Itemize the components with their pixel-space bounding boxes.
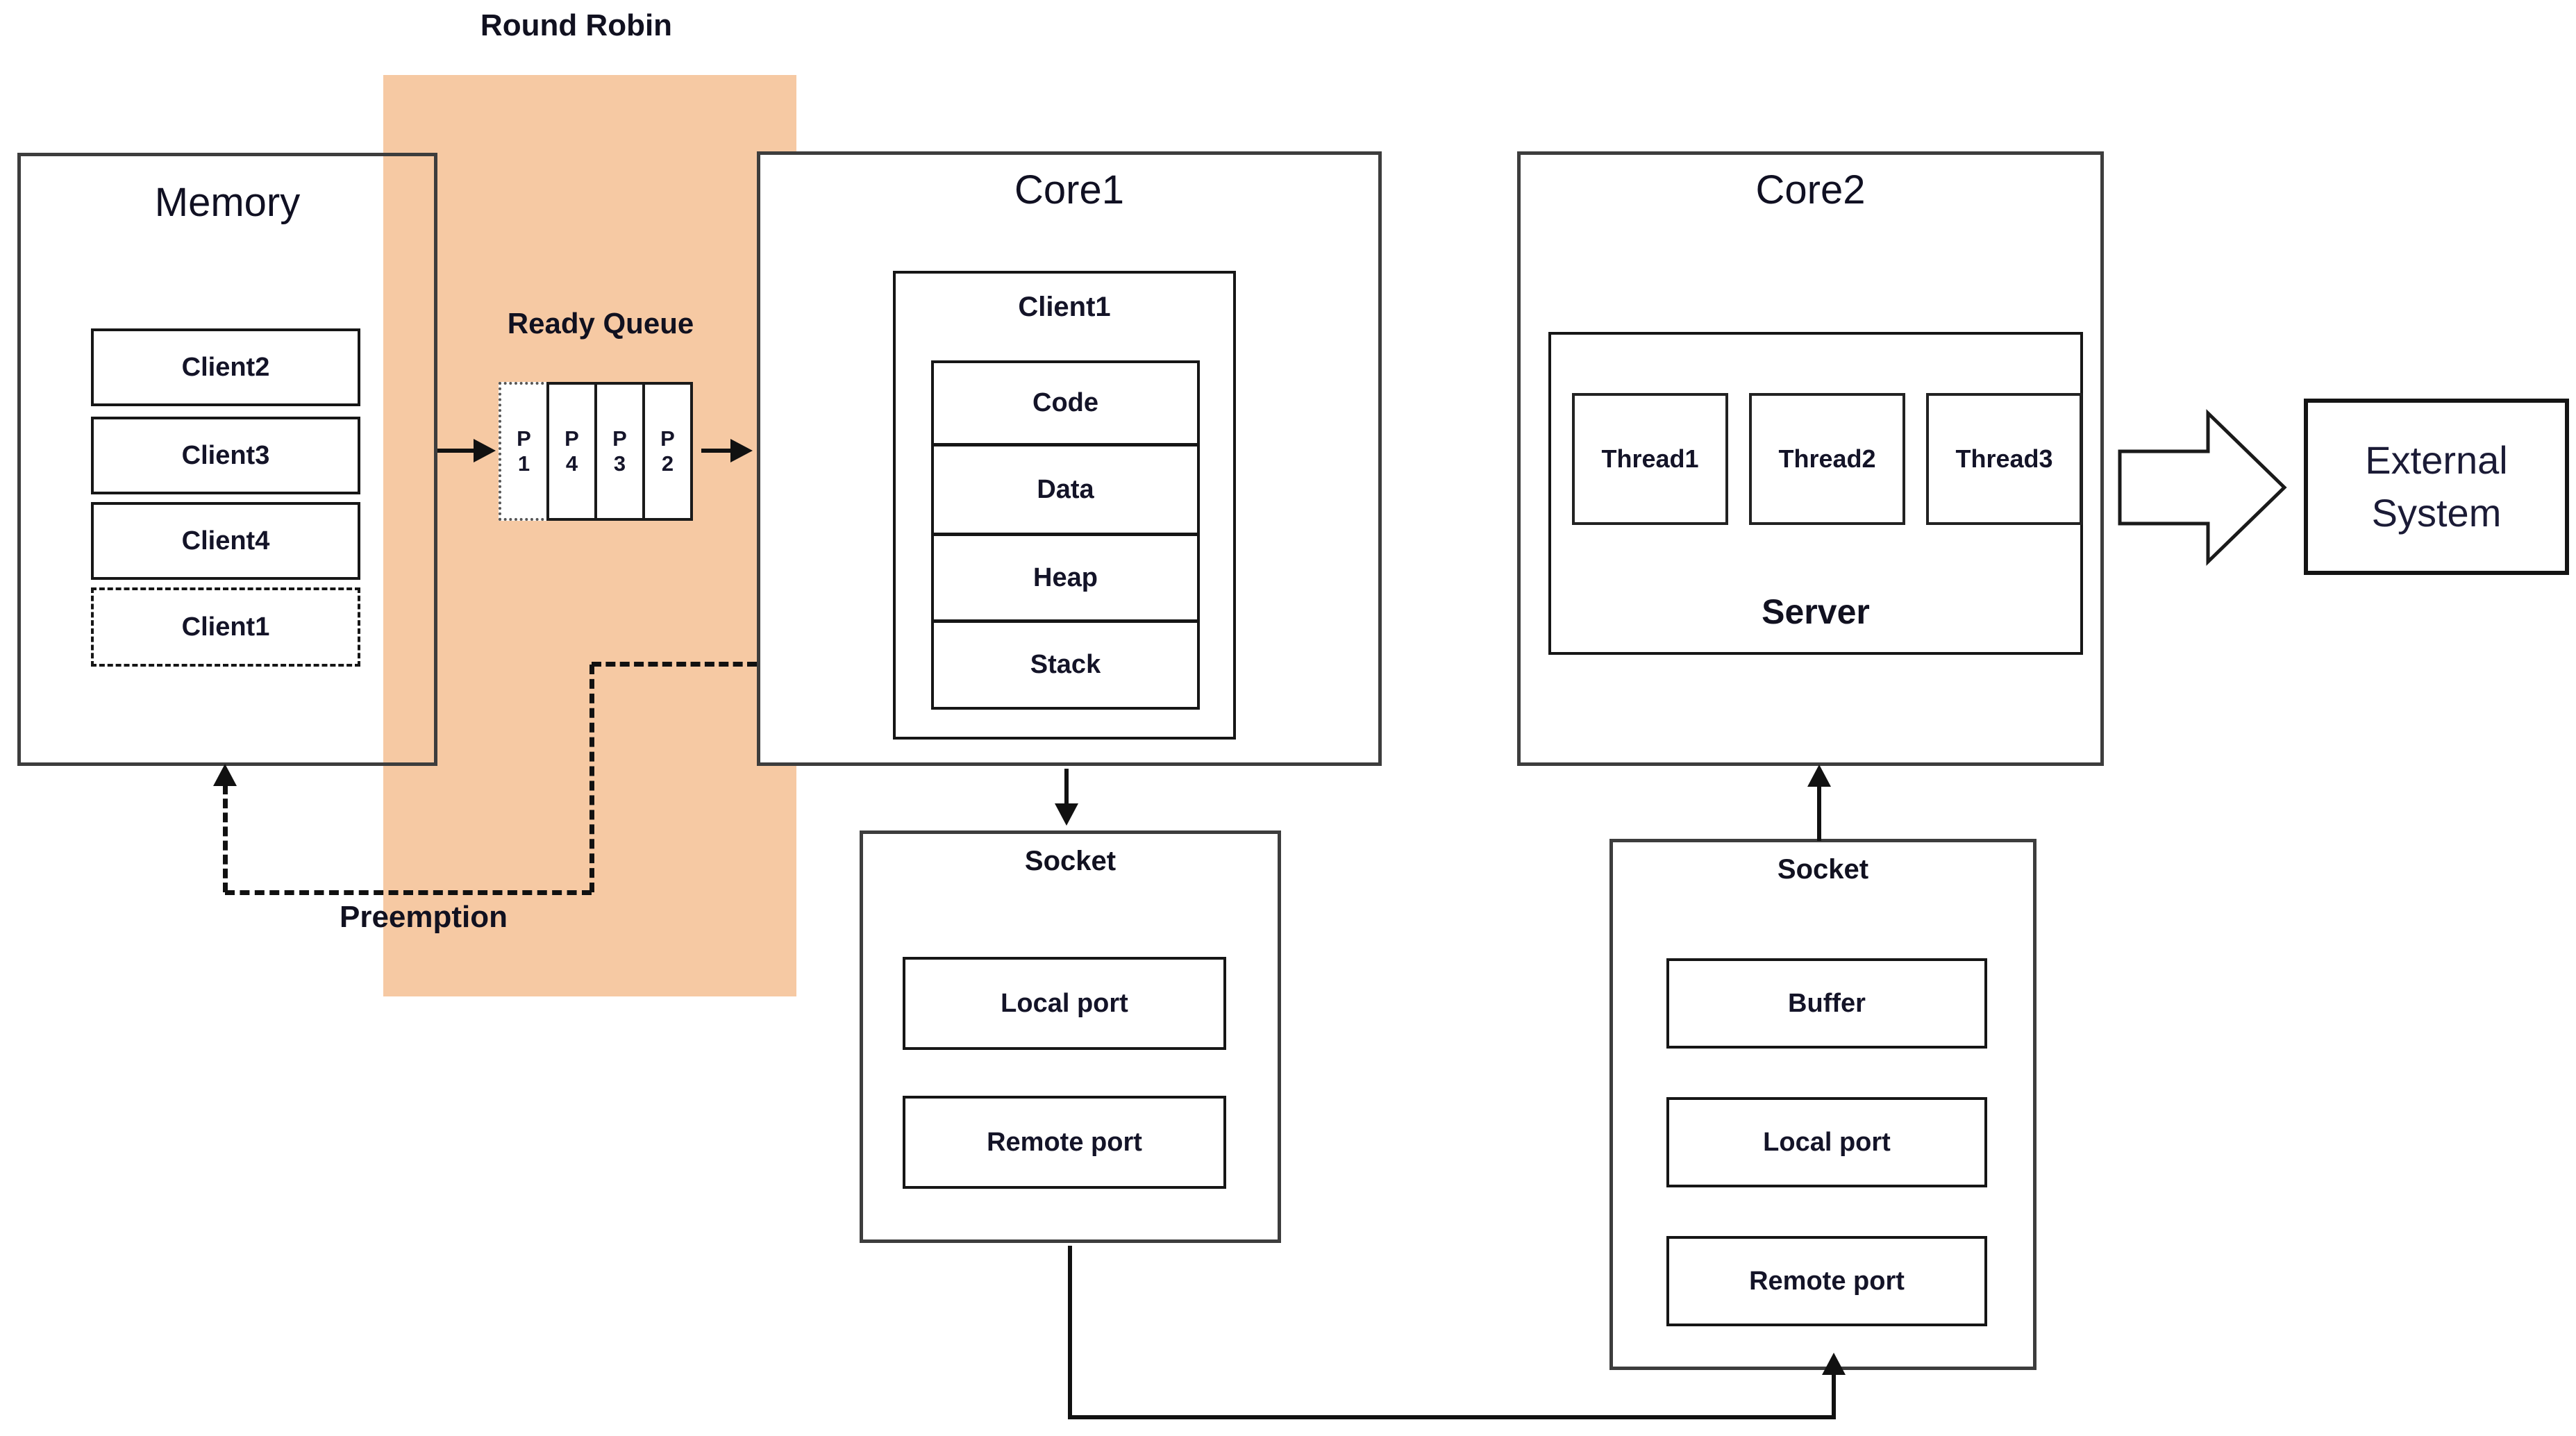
queue-cell-p2-bottom: 2 [661, 451, 674, 476]
queue-cell-p2-top: P [660, 426, 675, 451]
memory-title: Memory [154, 180, 301, 225]
memory-client4-label: Client4 [181, 526, 270, 556]
segment-heap-label: Heap [1033, 562, 1098, 592]
preemption-up-segment [223, 785, 228, 892]
segment-code-label: Code [1032, 388, 1098, 417]
queue-cell-p4: P 4 [546, 382, 597, 521]
queue-to-core1-arrowhead-icon [730, 439, 753, 462]
core1-title: Core1 [1014, 167, 1124, 212]
core1-client1-title: Client1 [1018, 292, 1111, 322]
ready-queue-label: Ready Queue [507, 307, 694, 340]
memory-client1-label: Client1 [181, 612, 270, 642]
thread3-box: Thread3 [1926, 393, 2082, 525]
ready-queue: P 1 P 4 P 3 P 2 [499, 382, 693, 521]
local-port-box: Local port [903, 957, 1226, 1050]
local-port-label: Local port [1001, 988, 1128, 1018]
socket2-entry-arrowhead-icon [1822, 1353, 1846, 1375]
queue-to-core1-line [701, 449, 733, 453]
queue-cell-p1: P 1 [499, 382, 549, 521]
remote-port2-box: Remote port [1666, 1236, 1987, 1326]
preemption-label: Preemption [339, 900, 508, 934]
memory-to-queue-arrowhead-icon [474, 439, 496, 462]
queue-cell-p4-bottom: 4 [565, 451, 578, 476]
buffer-box: Buffer [1666, 958, 1987, 1049]
external-system-box: External System [2304, 399, 2569, 575]
local-port2-label: Local port [1763, 1127, 1891, 1157]
remote-port-box: Remote port [903, 1096, 1226, 1189]
thread2-box: Thread2 [1749, 393, 1905, 525]
thread3-label: Thread3 [1955, 444, 2053, 473]
memory-client2-label: Client2 [181, 352, 270, 382]
segment-data-box: Data [931, 444, 1200, 535]
socket1-down-line [1068, 1246, 1072, 1419]
segment-stack-label: Stack [1030, 650, 1101, 679]
round-robin-label: Round Robin [480, 8, 673, 42]
socket-server-title: Socket [1777, 854, 1869, 885]
segment-code-box: Code [931, 360, 1200, 446]
queue-cell-p2: P 2 [642, 382, 693, 521]
socket-to-core2-arrowhead-icon [1807, 765, 1831, 787]
preemption-arrowhead-icon [213, 764, 237, 786]
socket-to-core2-line [1817, 787, 1821, 841]
memory-client4-box: Client4 [91, 502, 360, 580]
memory-client3-box: Client3 [91, 417, 360, 494]
local-port2-box: Local port [1666, 1097, 1987, 1187]
core1-to-socket-arrowhead-icon [1055, 803, 1078, 826]
queue-cell-p1-top: P [517, 426, 531, 451]
server-box: Thread1 Thread2 Thread3 Server [1548, 332, 2083, 655]
preemption-top-segment [592, 662, 757, 667]
queue-cell-p3: P 3 [594, 382, 645, 521]
segment-heap-box: Heap [931, 533, 1200, 622]
memory-client3-label: Client3 [181, 440, 270, 470]
thread1-box: Thread1 [1572, 393, 1728, 525]
core1-to-socket-line [1064, 769, 1069, 805]
queue-cell-p4-top: P [564, 426, 579, 451]
server-label: Server [1762, 592, 1870, 631]
queue-cell-p3-bottom: 3 [613, 451, 626, 476]
memory-client2-box: Client2 [91, 328, 360, 406]
memory-to-queue-line [437, 449, 476, 453]
memory-client1-box: Client1 [91, 587, 360, 667]
segment-stack-box: Stack [931, 620, 1200, 710]
external-system-line2: System [2371, 491, 2502, 535]
thread1-label: Thread1 [1601, 444, 1699, 473]
preemption-mid-segment [589, 665, 594, 892]
core2-title: Core2 [1755, 167, 1866, 212]
queue-cell-p1-bottom: 1 [517, 451, 530, 476]
remote-port2-label: Remote port [1749, 1266, 1905, 1296]
external-system-line1: External [2365, 438, 2508, 483]
queue-cell-p3-top: P [612, 426, 627, 451]
buffer-label: Buffer [1788, 988, 1866, 1018]
socket-client-title: Socket [1024, 846, 1116, 876]
remote-port-label: Remote port [987, 1127, 1142, 1157]
block-arrow-icon [2118, 409, 2287, 566]
socket2-up-line [1832, 1374, 1836, 1418]
preemption-bottom-segment [225, 890, 592, 895]
thread2-label: Thread2 [1778, 444, 1876, 473]
socket1-to-socket2-line [1068, 1415, 1836, 1419]
segment-data-label: Data [1037, 474, 1094, 504]
